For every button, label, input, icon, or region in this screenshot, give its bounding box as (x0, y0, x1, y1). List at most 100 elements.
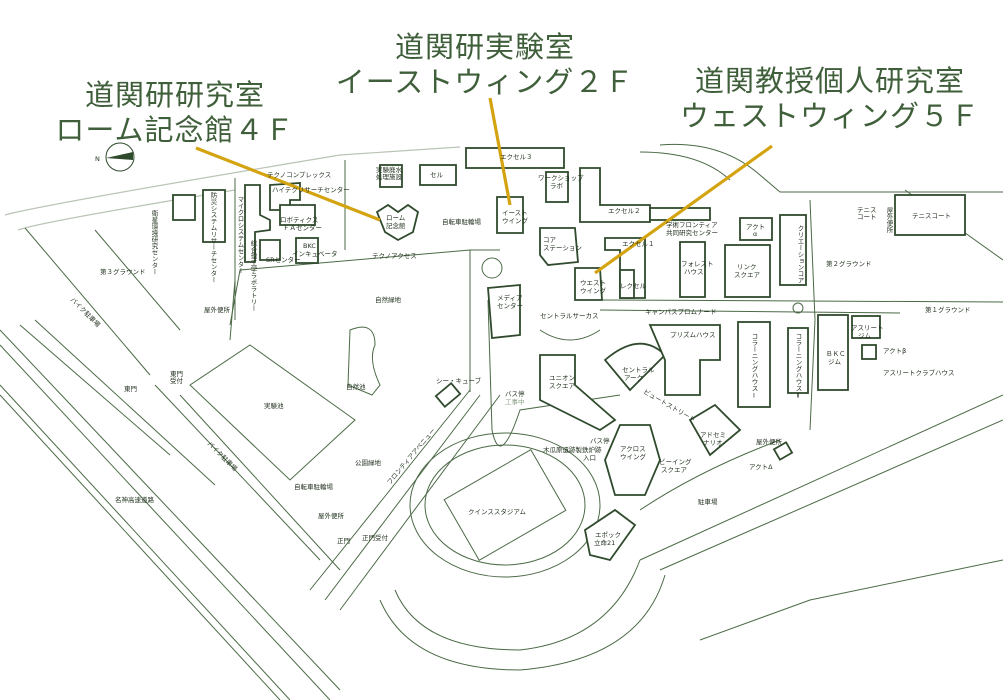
label-under-construction: 工事中 (505, 397, 525, 406)
label-stadium: クインススタジアム (468, 507, 526, 516)
label-epoch2: 立命21 (594, 538, 615, 547)
label-c-cube: シー・キューブ (436, 376, 482, 385)
label-rohm: ローム (386, 214, 406, 222)
label-union2: スクエア (549, 382, 576, 390)
label-bkc-inc: BKC (303, 242, 316, 250)
label-ground1: 第１グラウンド (925, 305, 971, 314)
label-techno-access: テクノアクセス (372, 252, 417, 260)
label-central-arc2: アーク (624, 374, 643, 382)
label-frontier: 学術フロンティア (666, 220, 718, 229)
label-across2: ウイング (620, 452, 647, 461)
label-toilet3: 屋外便所 (318, 511, 345, 520)
label-shizen-ike: 自然池 (346, 382, 366, 391)
label-main-gate-reception: 正門受付 (362, 533, 389, 542)
label-workshop: ワークショップ (538, 174, 584, 182)
label-epoch: エポック (595, 531, 621, 539)
label-sogo: 総合理工学ラボラトリー (249, 239, 257, 312)
label-bkc-gym2: ジム (828, 358, 842, 366)
label-across: アクロス (620, 445, 646, 453)
label-being: ビーイング (659, 457, 692, 466)
central-circus-arc (539, 329, 601, 341)
label-excel2: エクセル２ (608, 207, 641, 215)
label-east-wing: イースト (502, 209, 528, 217)
label-robotics-fa: ＦＡセンター (283, 223, 322, 232)
label-forest: フォレスト (681, 260, 714, 268)
label-toilet1: 屋外便所 (204, 305, 231, 314)
stadium (379, 432, 666, 671)
roads (0, 143, 1003, 700)
callout-east-wing-location: イーストウィング２Ｆ (335, 65, 635, 99)
label-eisei: 衛星環境研究センター (150, 209, 158, 275)
label-act-delta: アクトΔ (749, 463, 773, 471)
label-media2: センター (497, 301, 523, 310)
label-union: ユニオン (549, 374, 575, 382)
roundabout (481, 257, 503, 279)
label-bicycle1: 自転車駐輪場 (442, 217, 482, 226)
label-bicycle2: 自転車駐輪場 (294, 482, 334, 491)
label-toilet4: 屋外便所 (756, 437, 783, 446)
label-prism: プリズムハウス (670, 330, 716, 339)
label-techno-complex: テクノコンプレックス (267, 171, 331, 179)
label-cell: セル (430, 171, 444, 179)
buildings (172, 147, 966, 562)
label-act-alpha: アクト (746, 223, 765, 231)
callout-line-east-wing (488, 97, 512, 206)
callout-rohm-location: ローム記念館４Ｆ (55, 113, 295, 147)
label-adseminario2: ナリオ (703, 439, 723, 447)
label-tennis2: テニスコート (912, 212, 951, 220)
label-central-arc: セントラル (622, 366, 655, 374)
label-act-beta: アクトβ (883, 347, 906, 355)
compass-north-label: N (95, 155, 100, 163)
jikken-ike-field (189, 344, 356, 481)
label-core: コア (543, 236, 557, 244)
label-east-gate-reception: 東門 (170, 369, 183, 378)
label-meishin: 名神高速道路 (115, 495, 155, 504)
label-link2: スクエア (734, 271, 761, 279)
callout-line-rohm (195, 146, 381, 222)
label-bkc-gym: ＢＫＣ (826, 350, 846, 358)
label-excel3: エクセル３ (500, 153, 533, 161)
callout-west-wing: 道関教授個人研究室 ウェストウィング５Ｆ (675, 64, 985, 134)
label-parking: 駐車場 (698, 497, 718, 506)
label-jikken-ike: 実験池 (264, 401, 284, 410)
callout-west-wing-title: 道関教授個人研究室 (694, 64, 965, 98)
label-central-circus: セントラルサーカス (540, 312, 599, 320)
label-east-wing2: ウイング (502, 216, 529, 225)
label-koen: 公園緑地 (355, 458, 382, 467)
label-excel1: エクセル１ (622, 240, 655, 248)
callout-line-west-wing (594, 144, 773, 275)
callout-lines (195, 97, 773, 275)
label-athlete-gym: アスリート (851, 324, 884, 332)
label-being2: スクエア (661, 466, 688, 474)
label-media: メディア (497, 293, 523, 302)
label-tennis1: テニス (857, 206, 877, 214)
label-kankyo: 実験廃水 (376, 165, 403, 174)
label-east-gate: 東門 (124, 384, 137, 393)
label-bosai: 防災システムリサーチセンター (209, 191, 217, 283)
label-athlete-gym2: ジム (858, 332, 872, 340)
label-rohm2: 記念館 (386, 221, 406, 230)
label-tennis1b: コート (857, 213, 877, 221)
label-ruins2: 入口 (583, 454, 596, 462)
callout-rohm: 道関研研究室 ローム記念館４Ｆ (55, 78, 295, 148)
label-link: リンク (737, 263, 757, 271)
label-kankyo2: 処理施設 (376, 172, 403, 181)
label-adseminario: アドセミ (700, 431, 726, 439)
label-robotics: ロボティクス (280, 216, 318, 224)
label-colearning1: コラーニングハウスⅠ (750, 333, 758, 400)
label-bus-stop2: バス停 (590, 436, 610, 445)
label-hitech: ハイテクリサーチセンター (272, 185, 350, 194)
label-ruins: 木瓜原遺跡製鉄炉跡 (543, 445, 602, 454)
label-forest2: ハウス (684, 268, 704, 276)
label-sr: SRセンター (266, 255, 301, 264)
label-west-wing2: ウイング (580, 286, 607, 295)
label-colearning2: コラーニングハウスⅡ (794, 333, 802, 400)
label-east-gate-reception2: 受付 (170, 376, 184, 385)
label-bike1: バイク駐車場 (69, 295, 103, 329)
label-west-wing: ウエスト (580, 279, 606, 287)
label-ground3: 第３グラウンド (100, 267, 146, 276)
label-act-alpha2: α (753, 230, 757, 238)
pond (347, 326, 381, 396)
label-micro: マイクロシステムセンター (236, 196, 244, 274)
